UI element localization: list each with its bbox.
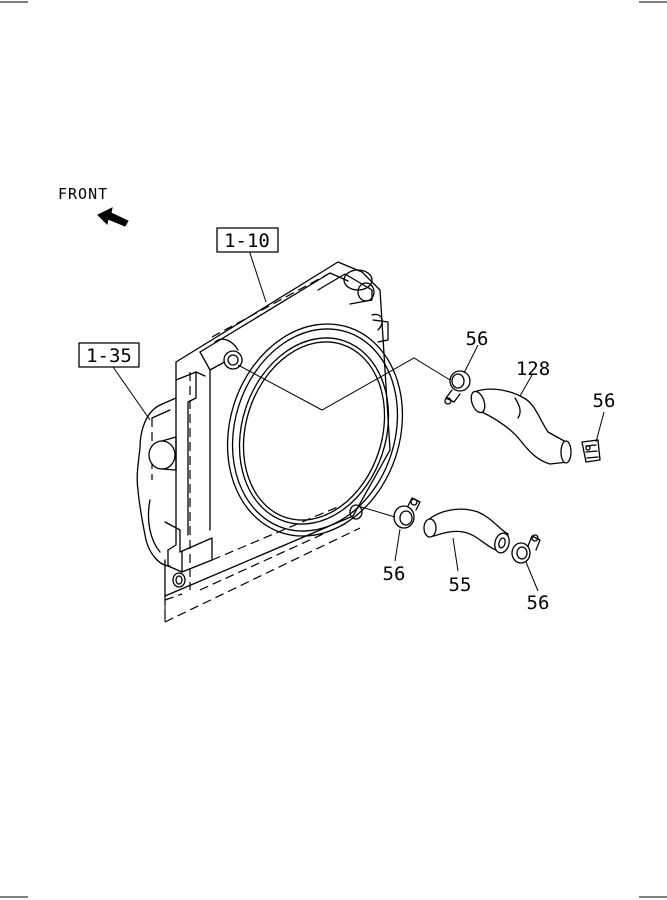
callout-clamp-right[interactable]: 56 [593, 390, 616, 412]
callout-radiator-ref-text: 1-10 [224, 230, 270, 252]
leader-lines [110, 246, 605, 592]
callout-clamp-top[interactable]: 56 [466, 328, 489, 350]
front-label: FRONT [58, 185, 108, 203]
clamp-lower-right [511, 534, 541, 564]
clamp-right [581, 439, 601, 463]
callout-clamp-lower-right[interactable]: 56 [527, 592, 550, 614]
callout-lower-hose[interactable]: 55 [449, 574, 472, 596]
callout-bracket-ref-text: 1-35 [86, 345, 132, 367]
clamp-upper [444, 370, 471, 405]
front-arrow-icon [97, 207, 129, 227]
callout-radiator-ref[interactable]: 1-10 [216, 227, 279, 253]
upper-hose [470, 388, 572, 465]
mounting-bracket [136, 397, 177, 567]
clamp-lower-left [393, 497, 421, 529]
callout-upper-hose[interactable]: 128 [516, 358, 550, 380]
radiator-assembly [164, 261, 404, 623]
callout-bracket-ref[interactable]: 1-35 [78, 342, 140, 368]
callout-clamp-lower-left[interactable]: 56 [383, 563, 406, 585]
lower-hose [423, 508, 510, 554]
